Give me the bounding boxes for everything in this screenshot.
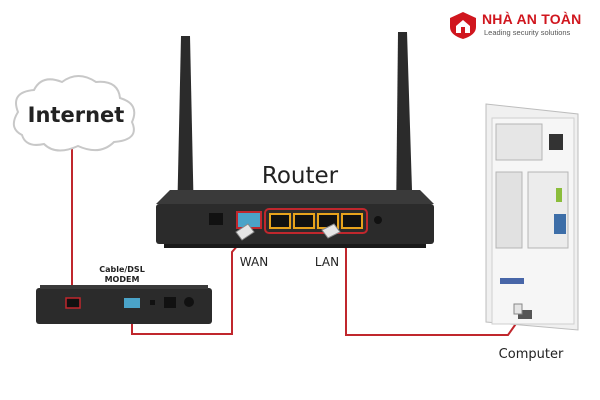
power-port bbox=[209, 213, 223, 225]
modem-label-line2: MODEM bbox=[105, 275, 140, 284]
expansion-slots bbox=[527, 171, 569, 249]
lan-port-2 bbox=[293, 213, 315, 229]
router-body-top bbox=[156, 190, 434, 204]
lan-port-1 bbox=[269, 213, 291, 229]
vga-port bbox=[500, 278, 524, 284]
house-shield-icon bbox=[450, 12, 476, 39]
psu-socket bbox=[549, 134, 563, 150]
internet-cloud: Internet bbox=[12, 75, 136, 152]
computer: Computer bbox=[485, 103, 579, 362]
psu-grill bbox=[495, 123, 543, 161]
wan-plug bbox=[235, 223, 255, 241]
wan-label: WAN bbox=[240, 255, 268, 269]
reset-button bbox=[374, 216, 382, 224]
lan-port-4 bbox=[341, 213, 363, 229]
audio-ports bbox=[556, 188, 562, 202]
lan-label: LAN bbox=[315, 255, 339, 269]
modem-line-port bbox=[65, 297, 81, 309]
brand-logo: NHÀ AN TOÀN Leading security solutions bbox=[448, 8, 598, 42]
brand-tagline: Leading security solutions bbox=[484, 28, 571, 37]
modem-switch bbox=[164, 297, 176, 308]
router: Router WAN LAN bbox=[156, 32, 434, 269]
computer-label: Computer bbox=[499, 347, 564, 362]
serial-port bbox=[554, 214, 566, 234]
modem-power-jack bbox=[184, 297, 194, 307]
lan-ports-outline bbox=[264, 208, 368, 234]
brand-name: NHÀ AN TOÀN bbox=[482, 11, 582, 27]
router-base bbox=[164, 244, 426, 248]
modem-label-line1: Cable/DSL bbox=[99, 265, 145, 274]
router-antenna-left bbox=[177, 36, 194, 222]
modem-ethernet-port bbox=[124, 298, 140, 308]
modem: Cable/DSL MODEM bbox=[36, 265, 212, 324]
modem-reset bbox=[150, 300, 155, 305]
router-antenna-right bbox=[396, 32, 413, 222]
router-label: Router bbox=[262, 163, 339, 189]
modem-top-edge bbox=[40, 285, 208, 289]
computer-plug bbox=[513, 303, 523, 315]
lan-port-computer bbox=[518, 310, 532, 319]
io-block bbox=[495, 171, 523, 249]
lan-plug bbox=[321, 223, 341, 239]
internet-label: Internet bbox=[28, 103, 125, 127]
